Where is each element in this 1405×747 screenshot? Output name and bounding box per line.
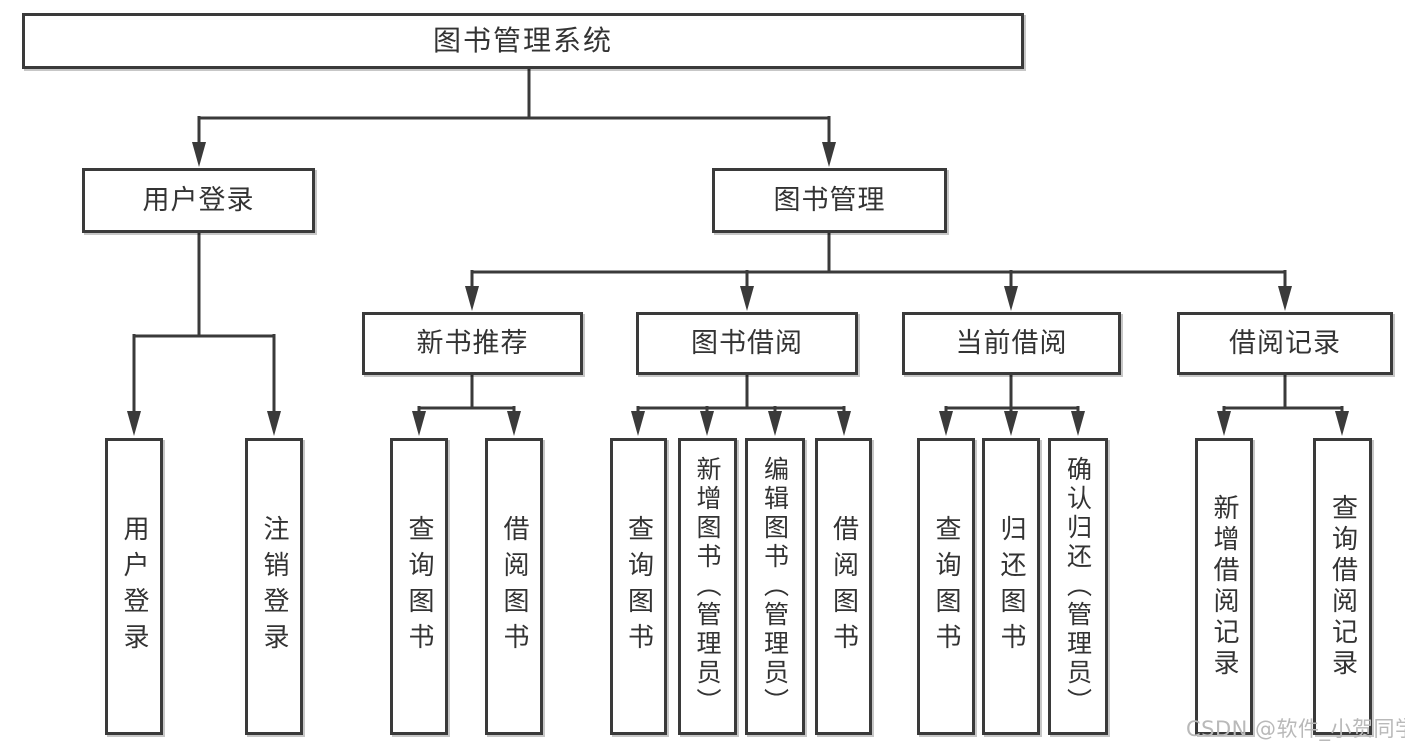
node-book-borrowing: 图书借阅 bbox=[636, 312, 858, 375]
node-label: 查询图书 bbox=[623, 514, 654, 659]
leaf-add-book-admin: 新增图书（管理员） bbox=[678, 438, 737, 735]
leaf-confirm-return-admin: 确认归还（管理员） bbox=[1048, 438, 1108, 735]
node-label: 新增借阅记录 bbox=[1209, 493, 1239, 680]
leaf-query-book-current: 查询图书 bbox=[917, 438, 975, 735]
leaf-user-login: 用户登录 bbox=[105, 438, 163, 735]
node-label: 图书管理系统 bbox=[432, 24, 613, 57]
leaf-query-borrow-record: 查询借阅记录 bbox=[1313, 438, 1372, 735]
node-label: 归还图书 bbox=[996, 514, 1026, 659]
node-label: 新增图书（管理员） bbox=[693, 456, 722, 717]
node-label: 借阅图书 bbox=[499, 514, 529, 659]
leaf-add-borrow-record: 新增借阅记录 bbox=[1195, 438, 1253, 735]
leaf-borrow-book-recommend: 借阅图书 bbox=[485, 438, 543, 735]
leaf-logout-login: 注销登录 bbox=[245, 438, 303, 735]
leaf-query-book-recommend: 查询图书 bbox=[390, 438, 448, 735]
node-label: 新书推荐 bbox=[416, 328, 529, 359]
node-label: 用户登录 bbox=[119, 514, 149, 659]
node-label: 查询图书 bbox=[931, 514, 961, 659]
node-current-borrowing: 当前借阅 bbox=[902, 312, 1121, 375]
node-new-book-recommend: 新书推荐 bbox=[362, 312, 583, 375]
node-label: 注销登录 bbox=[259, 514, 289, 659]
csdn-watermark: CSDN @软件_小贺同学 bbox=[1186, 717, 1405, 741]
leaf-edit-book-admin: 编辑图书（管理员） bbox=[745, 438, 805, 735]
node-label: 当前借阅 bbox=[955, 328, 1068, 359]
node-book-management: 图书管理 bbox=[712, 168, 947, 233]
node-label: 借阅记录 bbox=[1229, 328, 1341, 359]
node-label: 借阅图书 bbox=[828, 514, 859, 659]
leaf-query-book-borrowing: 查询图书 bbox=[610, 438, 667, 735]
node-user-login: 用户登录 bbox=[82, 168, 315, 233]
node-label: 图书借阅 bbox=[691, 328, 803, 359]
leaf-return-book: 归还图书 bbox=[982, 438, 1040, 735]
node-borrowing-records: 借阅记录 bbox=[1177, 312, 1393, 375]
node-library-management-system: 图书管理系统 bbox=[22, 13, 1024, 69]
node-label: 确认归还（管理员） bbox=[1063, 456, 1093, 717]
node-label: 查询借阅记录 bbox=[1327, 493, 1358, 680]
leaf-borrow-book-borrowing: 借阅图书 bbox=[815, 438, 872, 735]
node-label: 查询图书 bbox=[404, 514, 434, 659]
node-label: 编辑图书（管理员） bbox=[760, 456, 790, 717]
node-label: 用户登录 bbox=[142, 185, 255, 216]
node-label: 图书管理 bbox=[773, 185, 886, 216]
